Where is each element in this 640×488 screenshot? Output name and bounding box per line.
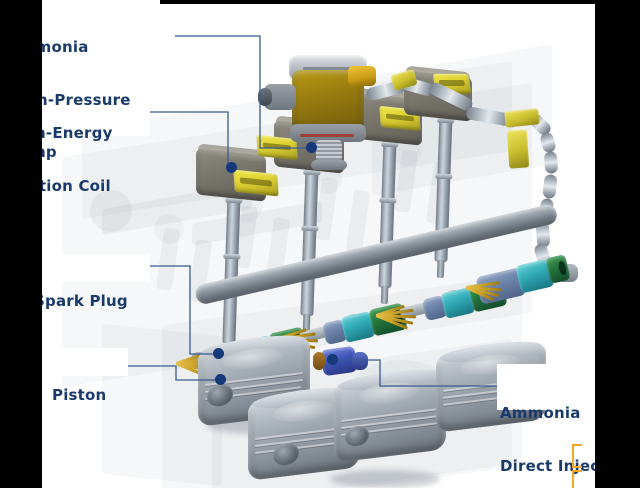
coil-connector-1 — [233, 169, 279, 197]
label-spark-plug: Spark Plug — [34, 258, 128, 346]
dot-pump — [306, 142, 317, 153]
label-plate-piston — [42, 348, 128, 376]
orange-bracket-artifact-2 — [572, 470, 582, 488]
dot-injector — [327, 354, 338, 365]
label-plate-pump — [42, 0, 152, 74]
label-line: Spark Plug — [34, 292, 128, 311]
frame-right — [595, 0, 640, 488]
dot-piston — [215, 374, 226, 385]
orange-bracket-artifact — [572, 444, 582, 468]
dot-plug — [213, 348, 224, 359]
frame-top-right — [160, 0, 640, 4]
label-plate-coil — [42, 86, 150, 136]
piston-3 — [334, 365, 446, 463]
label-plate-spark-plug — [42, 254, 150, 282]
dot-coil — [226, 162, 237, 173]
frame-left — [0, 0, 42, 488]
label-plate-injector — [497, 364, 595, 410]
label-piston: Piston — [52, 352, 106, 440]
fuel-line-clip-2 — [506, 129, 530, 169]
label-line: Ammonia — [500, 404, 581, 423]
label-line: Piston — [52, 386, 107, 405]
